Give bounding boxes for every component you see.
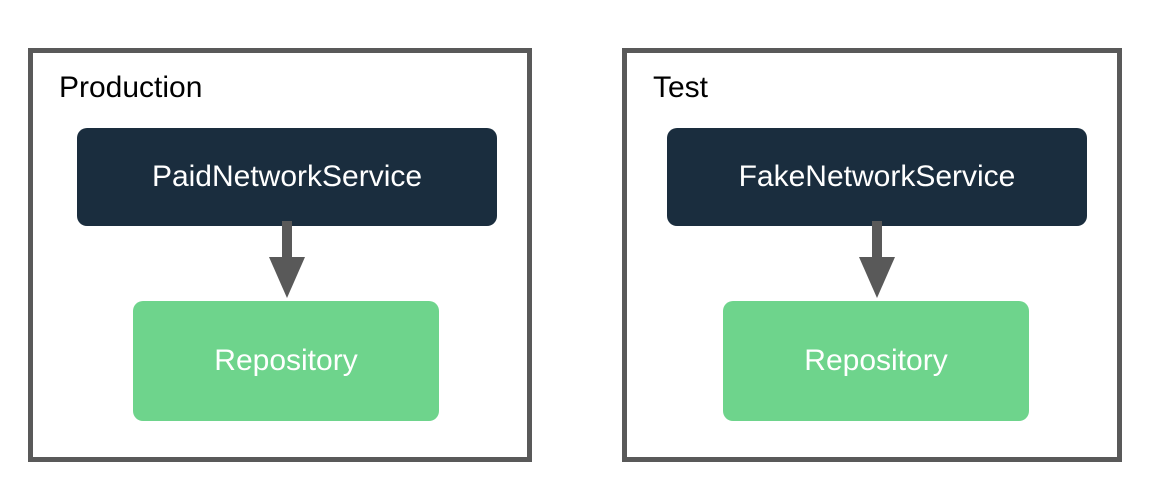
test-repository-box: Repository: [723, 301, 1029, 421]
paid-network-service-label: PaidNetworkService: [151, 160, 423, 193]
production-repository-label: Repository: [214, 344, 358, 377]
production-panel-title: Production: [59, 71, 203, 104]
production-panel: Production PaidNetworkService Repository: [28, 48, 532, 462]
paid-network-service-box: PaidNetworkService: [77, 128, 497, 226]
production-repository-box: Repository: [133, 301, 439, 421]
arrow-down-icon: [269, 257, 305, 298]
test-panel-title: Test: [653, 71, 709, 104]
arrow-shaft: [872, 221, 882, 258]
arrow-down-icon: [859, 257, 895, 298]
arrow-shaft: [282, 221, 292, 258]
test-panel: Test FakeNetworkService Repository: [622, 48, 1122, 462]
test-repository-label: Repository: [804, 344, 948, 377]
fake-network-service-box: FakeNetworkService: [667, 128, 1087, 226]
fake-network-service-label: FakeNetworkService: [738, 160, 1016, 193]
